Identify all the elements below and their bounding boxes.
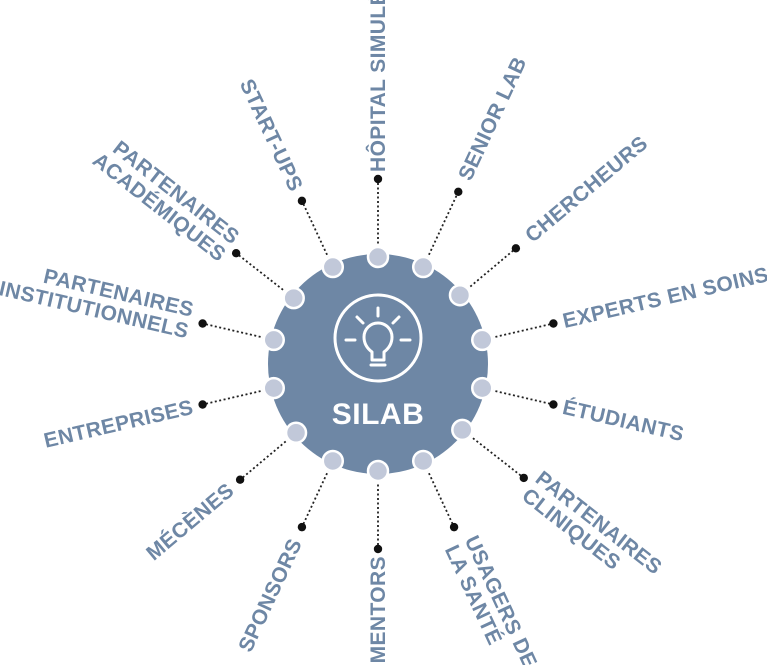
end-dot-partenaires-cliniques — [519, 473, 528, 483]
node-mentors — [366, 459, 390, 483]
connector-partenaires-institutionnels — [202, 322, 274, 341]
connector-experts-en-soins — [482, 322, 554, 341]
connector-entreprises — [202, 387, 274, 406]
label-entreprises: ENTREPRISES — [42, 396, 196, 453]
label-line: HÔPITAL SIMULÉ — [366, 0, 390, 172]
label-mentors: MENTORS — [367, 556, 390, 663]
node-partenaires-cliniques — [451, 418, 474, 442]
connector-partenaires-cliniques — [461, 429, 525, 479]
end-dot-experts-en-soins — [549, 319, 558, 328]
connector-chercheurs — [459, 247, 517, 296]
connector-usagers-de-la-sante — [422, 460, 455, 528]
hub-nodes — [262, 245, 494, 483]
connector-sponsors — [301, 460, 334, 528]
end-dot-hopital-simule — [373, 174, 383, 184]
node-sponsors — [321, 449, 345, 473]
end-dot-senior-lab — [454, 187, 463, 197]
label-hopital-simule: HÔPITAL SIMULÉ — [366, 0, 390, 172]
node-etudiants — [471, 376, 494, 400]
lightbulb-icon — [333, 293, 423, 383]
end-dot-mecenes — [235, 475, 245, 484]
end-dot-etudiants — [549, 400, 558, 409]
node-experts-en-soins — [471, 328, 494, 352]
node-usagers-de-la-sante — [411, 449, 435, 473]
label-senior-lab: SENIOR LAB — [454, 53, 531, 184]
connector-etudiants — [482, 387, 554, 406]
label-start-ups: START-UPS — [235, 76, 307, 195]
connector-partenaires-academiques — [235, 252, 295, 299]
end-dot-entreprises — [198, 400, 207, 409]
node-senior-lab — [411, 255, 435, 279]
label-line: MÉCÈNES — [142, 479, 238, 565]
end-dot-chercheurs — [511, 244, 521, 253]
label-line: EXPERTS EN SOINS — [561, 263, 767, 333]
node-start-ups — [321, 255, 345, 279]
label-line: SENIOR LAB — [454, 53, 531, 184]
label-sponsors: SPONSORS — [234, 535, 307, 656]
label-mecenes: MÉCÈNES — [142, 479, 238, 565]
connector-mecenes — [239, 432, 297, 481]
label-partenaires-institutionnels: PARTENAIRESINSTITUTIONNELS — [0, 256, 196, 343]
hub-title: SILAB — [332, 398, 425, 431]
label-partenaires-academiques: PARTENAIRESACADÉMIQUES — [88, 131, 243, 266]
label-chercheurs: CHERCHEURS — [521, 132, 652, 247]
end-dot-partenaires-academiques — [231, 248, 241, 258]
end-dot-start-ups — [297, 196, 307, 206]
end-dot-mentors — [373, 544, 383, 554]
connector-start-ups — [301, 200, 334, 268]
label-etudiants: ÉTUDIANTS — [560, 396, 686, 446]
label-line: ÉTUDIANTS — [560, 396, 686, 446]
node-chercheurs — [448, 283, 472, 307]
label-partenaires-cliniques: PARTENAIRESCLINIQUES — [518, 467, 667, 597]
node-hopital-simule — [366, 245, 390, 269]
node-mecenes — [284, 421, 308, 445]
node-partenaires-academiques — [282, 286, 305, 310]
node-partenaires-institutionnels — [262, 328, 285, 352]
label-line: CHERCHEURS — [521, 132, 652, 247]
label-line: MENTORS — [367, 556, 390, 663]
connector-senior-lab — [422, 191, 460, 268]
end-dot-partenaires-institutionnels — [198, 319, 207, 328]
end-dot-usagers-de-la-sante — [449, 522, 459, 532]
label-line: ENTREPRISES — [42, 396, 196, 453]
node-entreprises — [262, 376, 285, 400]
end-dot-sponsors — [297, 522, 307, 532]
connector-lines — [198, 174, 558, 554]
label-line: SPONSORS — [234, 535, 307, 656]
label-experts-en-soins: EXPERTS EN SOINS — [561, 263, 767, 333]
label-line: START-UPS — [235, 76, 307, 195]
label-usagers-de-la-sante: USAGERS DELA SANTÉ — [440, 532, 541, 665]
